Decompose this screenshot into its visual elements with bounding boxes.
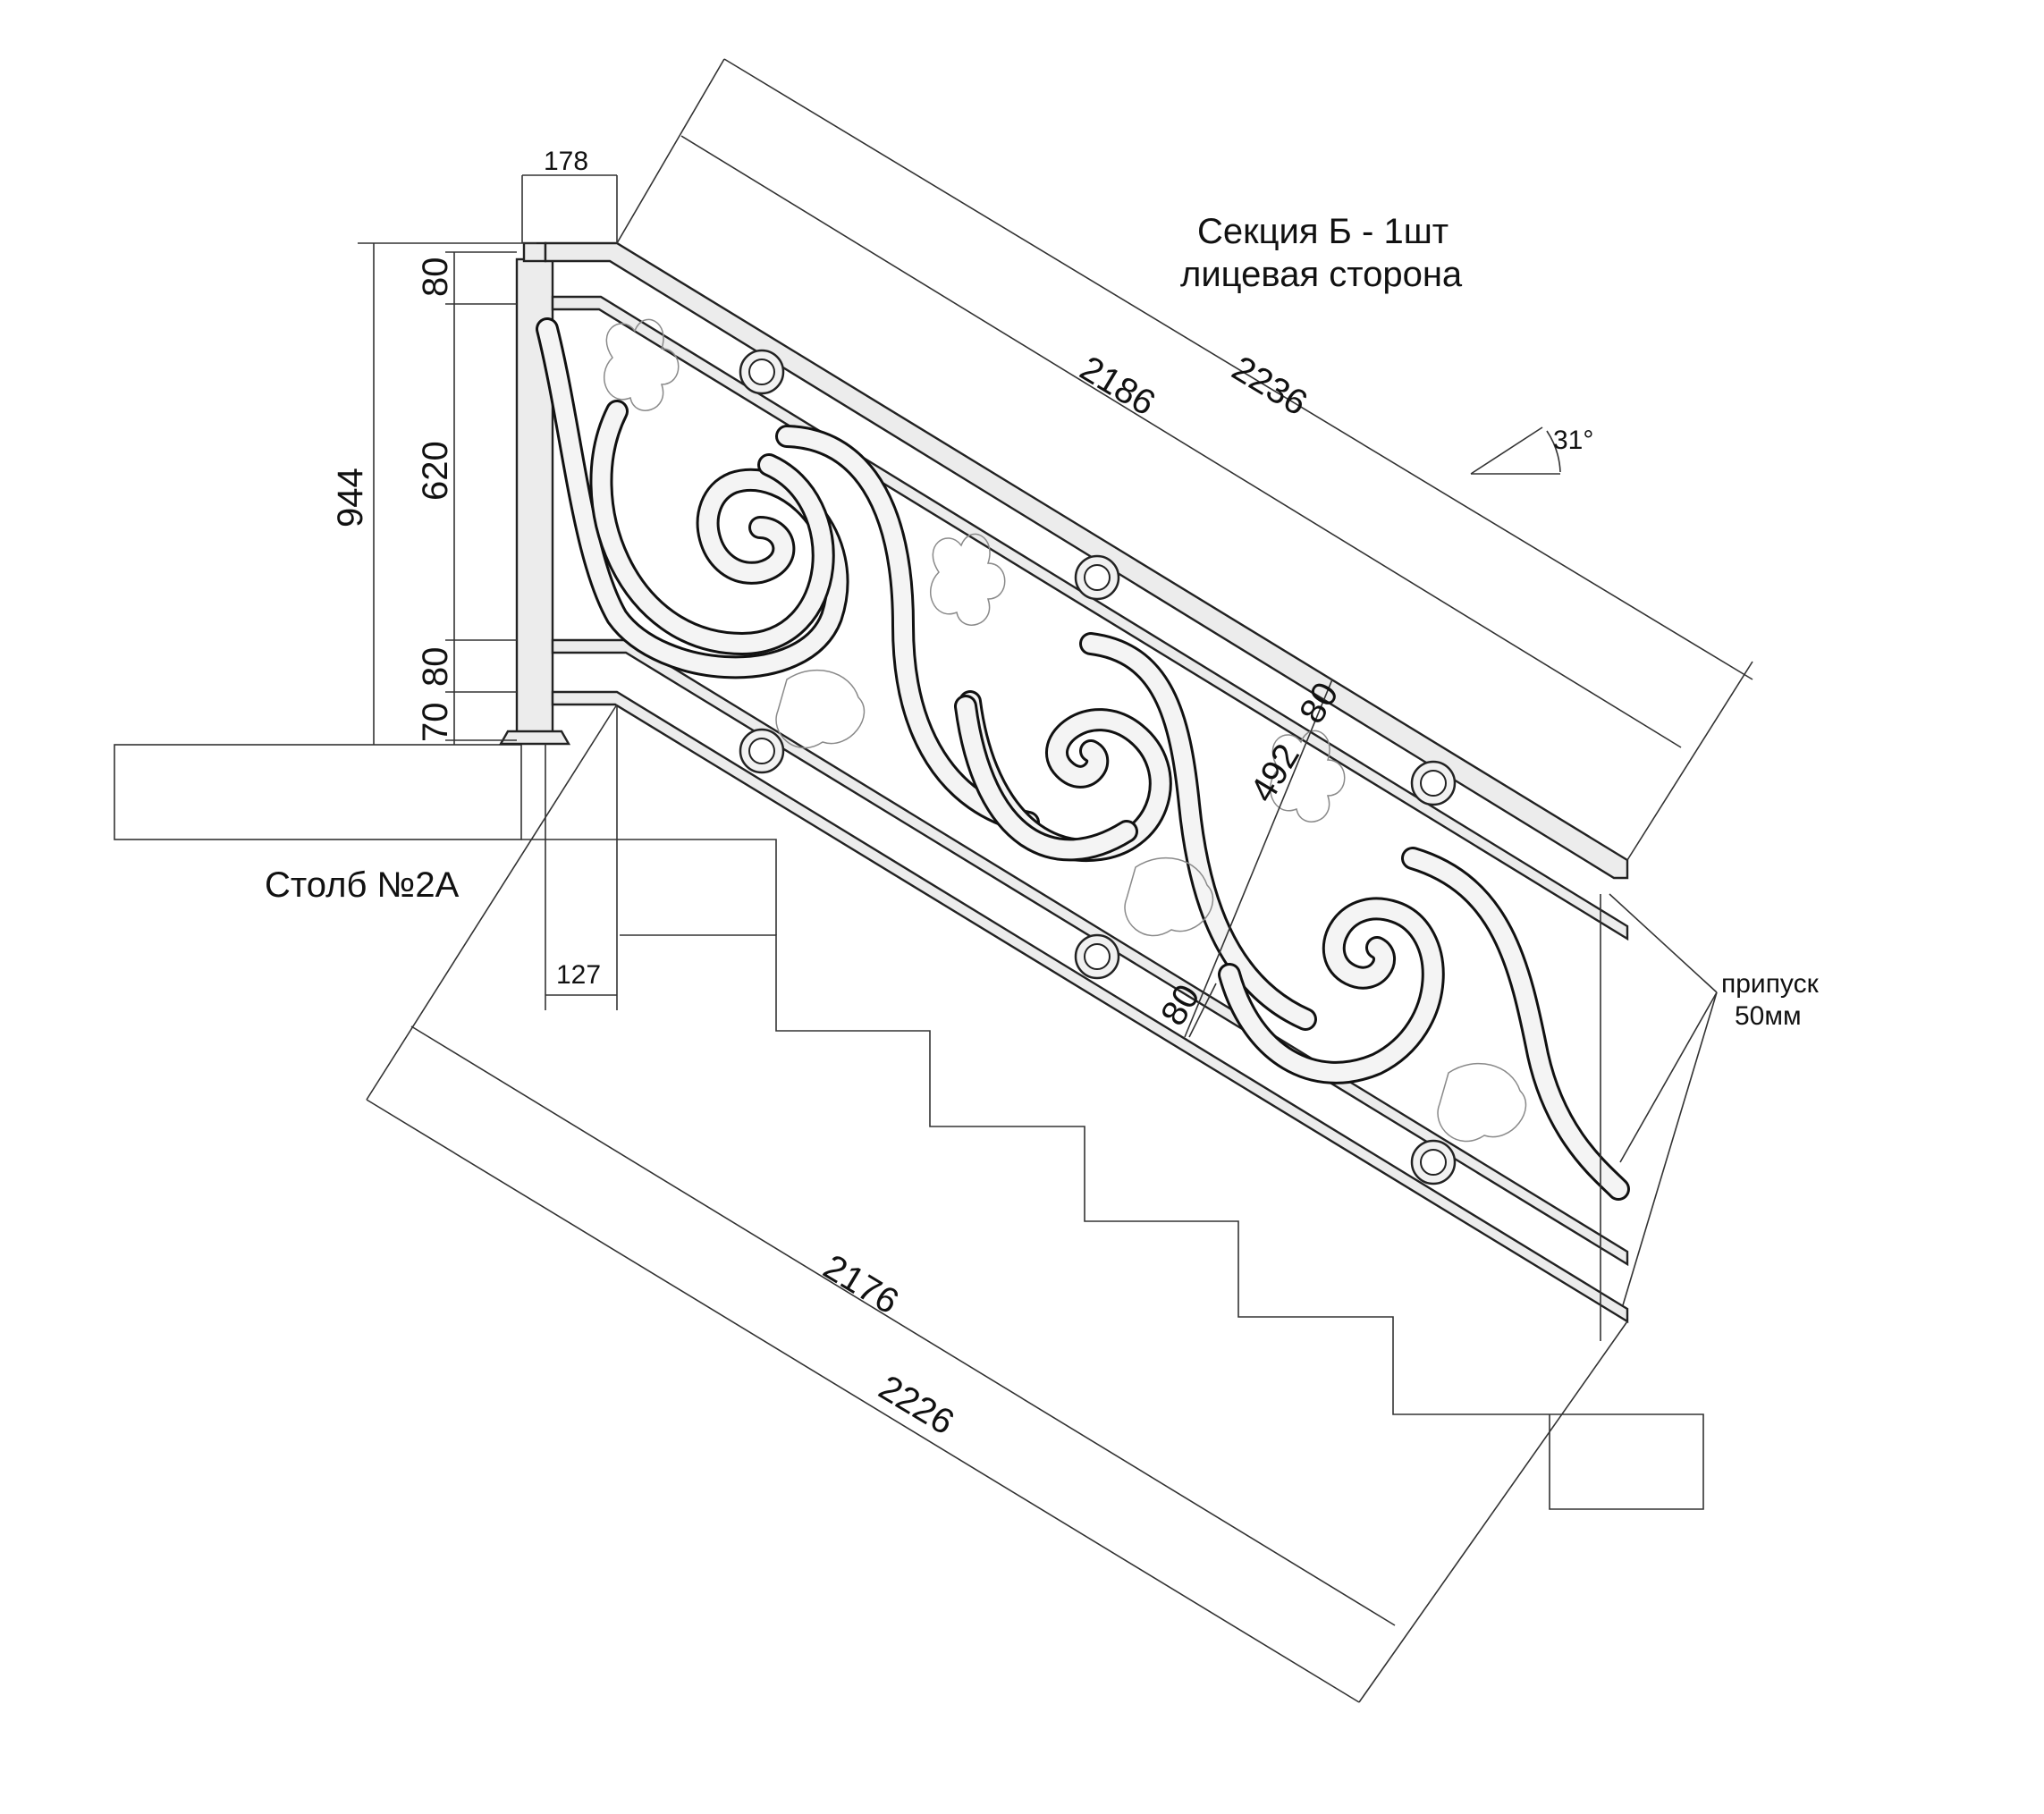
rosettes xyxy=(739,349,1457,1185)
dimension-lines xyxy=(358,58,1753,1703)
angle-label: 31° xyxy=(1553,426,1593,455)
section-title-line1: Секция Б - 1шт xyxy=(1197,212,1449,251)
dim-rail-outer-top: 2236 xyxy=(1225,349,1313,424)
dim-bottom-offset: 127 xyxy=(556,960,601,990)
post-base xyxy=(498,730,571,746)
dim-seg-70: 70 xyxy=(416,703,455,743)
post-cap xyxy=(522,241,547,263)
upper-rail xyxy=(551,295,1629,941)
dim-seg-620: 620 xyxy=(416,441,455,501)
dim-top-width: 178 xyxy=(544,147,588,176)
scroll-infill xyxy=(536,317,1630,1201)
dim-seg-80-top: 80 xyxy=(416,257,455,298)
stairs-step-top xyxy=(521,839,777,935)
dim-gap-middle: 492 xyxy=(1243,738,1307,809)
dim-rail-inner-bottom: 2176 xyxy=(816,1247,905,1322)
dim-rail-inner-top: 2186 xyxy=(1073,349,1161,424)
allowance-line2: 50мм xyxy=(1735,1001,1802,1031)
allowance-line1: припуск xyxy=(1721,969,1820,999)
dim-rail-outer-bottom: 2226 xyxy=(872,1368,960,1443)
stairs-outline xyxy=(620,934,1704,1510)
dim-seg-80-mid: 80 xyxy=(416,647,455,688)
floor-slab xyxy=(114,744,522,840)
section-title-line2: лицевая сторона xyxy=(1180,255,1463,294)
dim-height-total: 944 xyxy=(331,468,370,527)
handrail xyxy=(544,241,1629,880)
post-label: Столб №2А xyxy=(265,865,460,905)
